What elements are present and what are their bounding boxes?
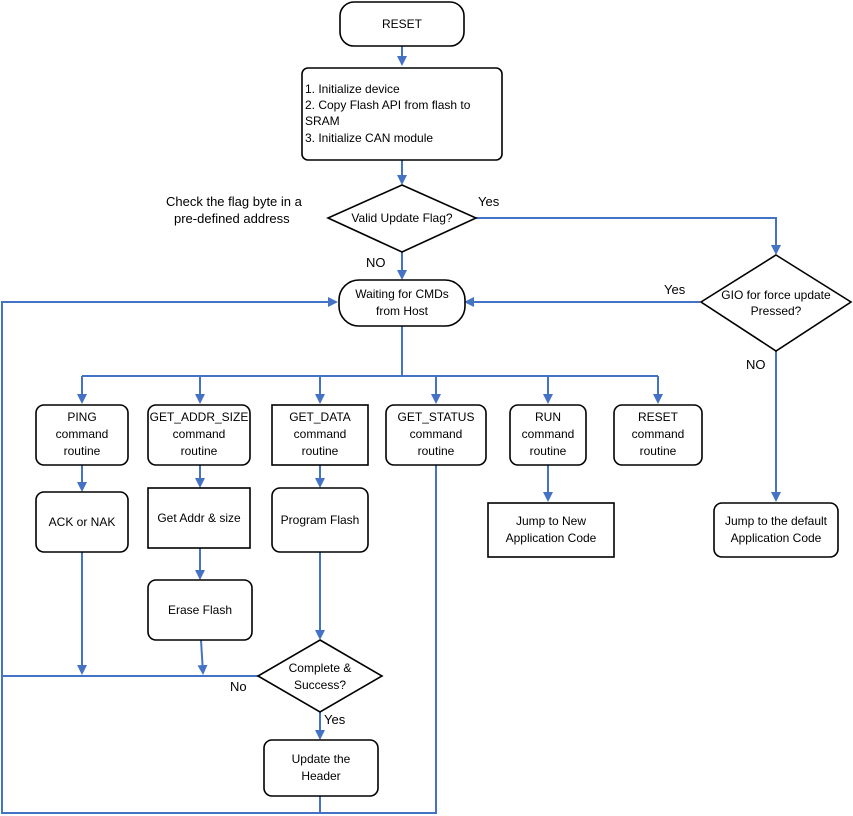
- run-line-1: RUN: [535, 410, 561, 424]
- jump-default-line-1: Jump to the default: [725, 514, 828, 528]
- waiting-line-1: Waiting for CMDs: [355, 287, 449, 301]
- init-line-3: SRAM: [305, 114, 340, 128]
- get-data-line-3: routine: [302, 444, 339, 458]
- init-line-4: 3. Initialize CAN module: [305, 131, 433, 145]
- gio-decision: GIO for force update Pressed?: [699, 254, 853, 352]
- complete-line-2: Success?: [294, 678, 346, 692]
- get-status-line-3: routine: [418, 444, 455, 458]
- no-gio-label: NO: [746, 357, 766, 372]
- ping-line-3: routine: [64, 444, 101, 458]
- complete-decision: Complete & Success?: [256, 639, 384, 713]
- reset-start-label: RESET: [382, 17, 423, 31]
- update-header-line-2: Header: [301, 769, 340, 783]
- no-complete-label: No: [230, 679, 247, 694]
- yes-complete-label: Yes: [324, 712, 346, 727]
- edge-header-loop: [1, 676, 321, 814]
- run-line-3: routine: [530, 444, 567, 458]
- init-line-2: 2. Copy Flash API from flash to: [305, 98, 471, 112]
- edge-get-status-loop: [320, 465, 437, 814]
- edge-valid-flag-yes: [476, 217, 781, 255]
- program-flash-label: Program Flash: [281, 513, 360, 527]
- no-valid-label: NO: [366, 255, 386, 270]
- get-addr-label: Get Addr & size: [157, 511, 241, 525]
- get-addr-size-line-2: command: [173, 427, 226, 441]
- ack-nak-node: ACK or NAK: [35, 491, 129, 553]
- waiting-line-2: from Host: [376, 304, 429, 318]
- erase-flash-node: Erase Flash: [147, 579, 253, 641]
- get-addr-size-node: GET_ADDR_SIZE command routine: [147, 404, 251, 466]
- erase-flash-label: Erase Flash: [168, 603, 232, 617]
- edge-erase-down: [197, 639, 208, 675]
- reset-cmd-node: RESET command routine: [613, 404, 703, 466]
- waiting-node: Waiting for CMDs from Host: [338, 279, 466, 327]
- run-node: RUN command routine: [509, 404, 587, 466]
- edge-complete-no-loop: [1, 297, 338, 677]
- ack-nak-label: ACK or NAK: [49, 515, 116, 529]
- init-node: 1. Initialize device 2. Copy Flash API f…: [301, 67, 503, 161]
- ping-line-1: PING: [67, 410, 96, 424]
- reset-cmd-line-2: command: [632, 427, 685, 441]
- get-addr-size-line-1: GET_ADDR_SIZE: [150, 410, 249, 424]
- get-data-line-1: GET_DATA: [289, 410, 351, 424]
- gio-line-2: Pressed?: [751, 304, 802, 318]
- complete-line-1: Complete &: [289, 661, 352, 675]
- connectors: [1, 46, 781, 814]
- check-flag-note: Check the flag byte in a pre-defined add…: [166, 194, 303, 226]
- check-note-line-1: Check the flag byte in a: [166, 194, 303, 209]
- valid-flag-label: Valid Update Flag?: [351, 211, 453, 225]
- update-header-node: Update the Header: [263, 739, 379, 797]
- get-addr-node: Get Addr & size: [147, 487, 251, 549]
- jump-new-line-2: Application Code: [506, 531, 597, 545]
- program-flash-node: Program Flash: [271, 487, 369, 553]
- jump-default-line-2: Application Code: [731, 531, 822, 545]
- ping-node: PING command routine: [35, 404, 129, 466]
- run-line-2: command: [522, 427, 575, 441]
- init-line-1: 1. Initialize device: [305, 82, 400, 96]
- jump-new-node: Jump to New Application Code: [487, 502, 615, 558]
- reset-cmd-line-1: RESET: [638, 410, 679, 424]
- get-status-line-2: command: [410, 427, 463, 441]
- valid-flag-decision: Valid Update Flag?: [326, 184, 478, 253]
- get-addr-size-line-3: routine: [181, 444, 218, 458]
- update-header-line-1: Update the: [292, 752, 351, 766]
- yes-valid-label: Yes: [478, 194, 500, 209]
- jump-default-node: Jump to the default Application Code: [713, 502, 839, 558]
- reset-start-node: RESET: [339, 1, 465, 47]
- get-data-line-2: command: [294, 427, 347, 441]
- get-status-node: GET_STATUS command routine: [385, 404, 487, 466]
- get-status-line-1: GET_STATUS: [398, 410, 475, 424]
- get-data-node: GET_DATA command routine: [271, 404, 369, 466]
- ping-line-2: command: [56, 427, 109, 441]
- check-note-line-2: pre-defined address: [174, 211, 290, 226]
- jump-new-line-1: Jump to New: [516, 514, 586, 528]
- edge-labels: Yes NO Yes NO No Yes: [230, 194, 766, 727]
- gio-line-1: GIO for force update: [721, 288, 831, 302]
- yes-gio-label: Yes: [664, 282, 686, 297]
- reset-cmd-line-3: routine: [640, 444, 677, 458]
